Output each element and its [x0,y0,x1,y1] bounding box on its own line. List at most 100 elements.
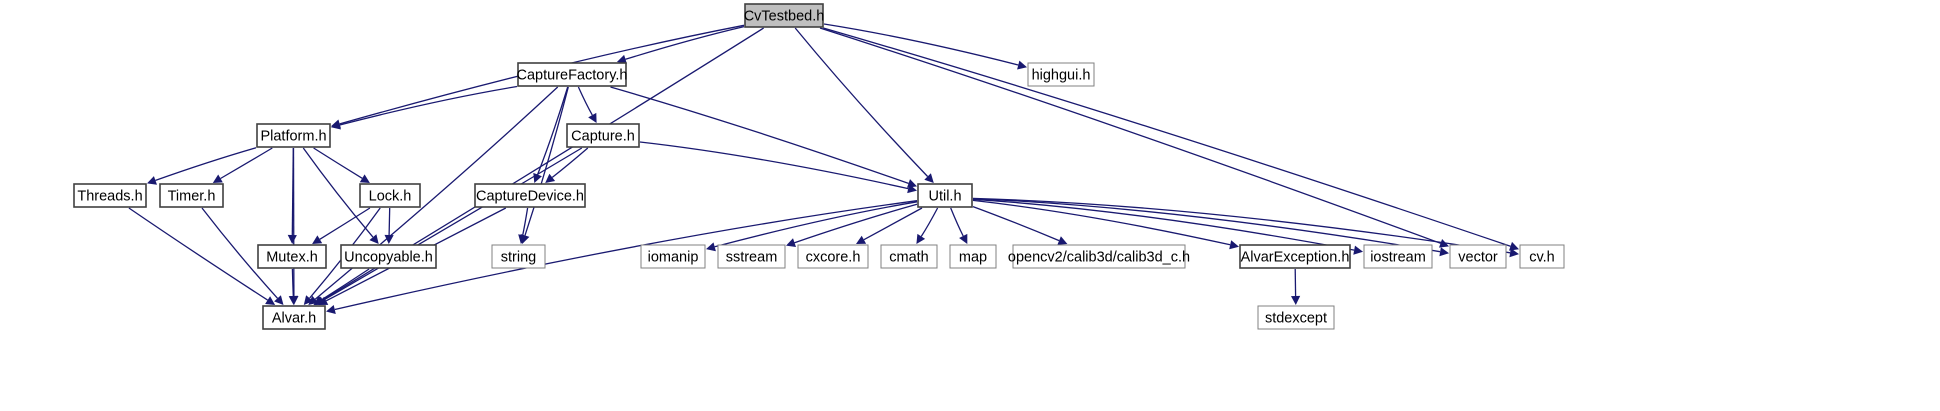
edge-arrowhead [518,234,528,244]
dependency-edge [536,86,569,175]
graph-node-util[interactable]: Util.h [917,183,973,208]
node-label: Mutex.h [266,249,318,265]
node-box [1363,244,1433,269]
node-box [517,62,627,87]
dependency-edge [314,86,559,300]
edge-arrowhead [545,173,556,183]
node-box [1027,62,1095,87]
node-box [917,183,973,208]
graph-node-stdexcept: stdexcept [1257,305,1335,330]
edge-arrowhead [288,295,298,305]
graph-node-timer[interactable]: Timer.h [159,183,224,208]
graph-node-cvh: cv.h [1519,244,1565,269]
graph-node-alvarexception[interactable]: AlvarException.h [1239,244,1351,269]
dependency-edge [577,86,593,116]
edge-arrowhead [147,176,157,185]
edge-arrowhead [856,235,867,244]
edge-arrowhead [924,173,934,183]
graph-node-lock[interactable]: Lock.h [359,183,421,208]
graph-node-mutex[interactable]: Mutex.h [257,244,327,269]
node-label: iostream [1370,249,1426,265]
node-box [474,183,586,208]
dependency-edge [639,141,909,190]
graph-node-alvar[interactable]: Alvar.h [262,305,326,330]
graph-node-threads[interactable]: Threads.h [73,183,147,208]
edge-arrowhead [1509,248,1519,258]
edge-arrowhead [274,295,284,305]
graph-node-iostream: iostream [1363,244,1433,269]
dependency-edge [972,199,1231,246]
edge-arrowhead [384,234,394,244]
edge-arrowhead [287,234,297,244]
dependency-edge [128,207,268,301]
edge-arrowhead [303,295,314,305]
node-label: CaptureDevice.h [476,188,584,204]
dependency-edge [313,147,363,179]
edge-arrowhead [1509,241,1519,251]
edge-arrowhead [326,305,336,314]
graph-node-capturefactory[interactable]: CaptureFactory.h [517,62,628,87]
node-box [717,244,786,269]
node-box [949,244,997,269]
node-label: opencv2/calib3d/calib3d_c.h [1008,249,1190,265]
dependency-edge [320,268,370,301]
dependency-edge [322,147,583,302]
node-label: vector [1458,249,1498,265]
node-box [262,305,326,330]
node-label: map [959,249,987,265]
node-label: Threads.h [77,188,142,204]
dependency-edge [972,197,1511,254]
graph-node-highgui: highgui.h [1027,62,1095,87]
dependency-edge [388,207,391,236]
dependency-edge [794,203,918,244]
dependency-edge [972,198,1355,251]
graph-node-capturedevice[interactable]: CaptureDevice.h [474,183,586,208]
dependency-edge [610,86,909,185]
node-label: Capture.h [571,128,635,144]
node-label: Uncopyable.h [344,249,433,265]
node-box [797,244,869,269]
dependency-edge [201,207,278,299]
graph-node-capture[interactable]: Capture.h [566,123,640,148]
node-label: cmath [889,249,929,265]
dependency-edge [551,147,589,178]
node-label: CaptureFactory.h [517,67,628,83]
edge-arrowhead [1291,295,1301,305]
graph-node-platform[interactable]: Platform.h [256,123,331,148]
edge-arrowhead [313,296,324,305]
graph-node-uncopyable[interactable]: Uncopyable.h [340,244,437,269]
edge-arrowhead [1057,236,1068,245]
node-box [640,244,706,269]
node-box [566,123,640,148]
node-box [1239,244,1351,269]
edge-arrowhead [1439,247,1449,257]
dependency-edge [794,27,929,177]
node-box [1012,244,1186,269]
node-label: sstream [726,249,778,265]
edge-arrowhead [331,120,341,130]
node-label: Lock.h [369,188,412,204]
dependency-edge [950,207,964,237]
dependency-edge [220,147,273,180]
node-box [880,244,938,269]
node-box [491,244,546,269]
node-box [256,123,331,148]
node-label: stdexcept [1265,310,1327,326]
dependency-edge [339,85,518,126]
graph-node-cvtestbed[interactable]: CvTestbed.h [744,3,825,28]
node-label: cxcore.h [806,249,861,265]
edge-arrowhead [265,296,276,305]
dependency-edge [972,198,1441,253]
dependency-edge [920,207,939,237]
node-label: iomanip [648,249,699,265]
dependency-edge [714,201,918,248]
dependency-edge [823,23,1019,66]
node-box [159,183,224,208]
node-label: Platform.h [260,128,326,144]
dependency-edge [522,207,529,236]
edge-arrowhead [706,242,716,252]
graph-node-iomanip: iomanip [640,244,706,269]
